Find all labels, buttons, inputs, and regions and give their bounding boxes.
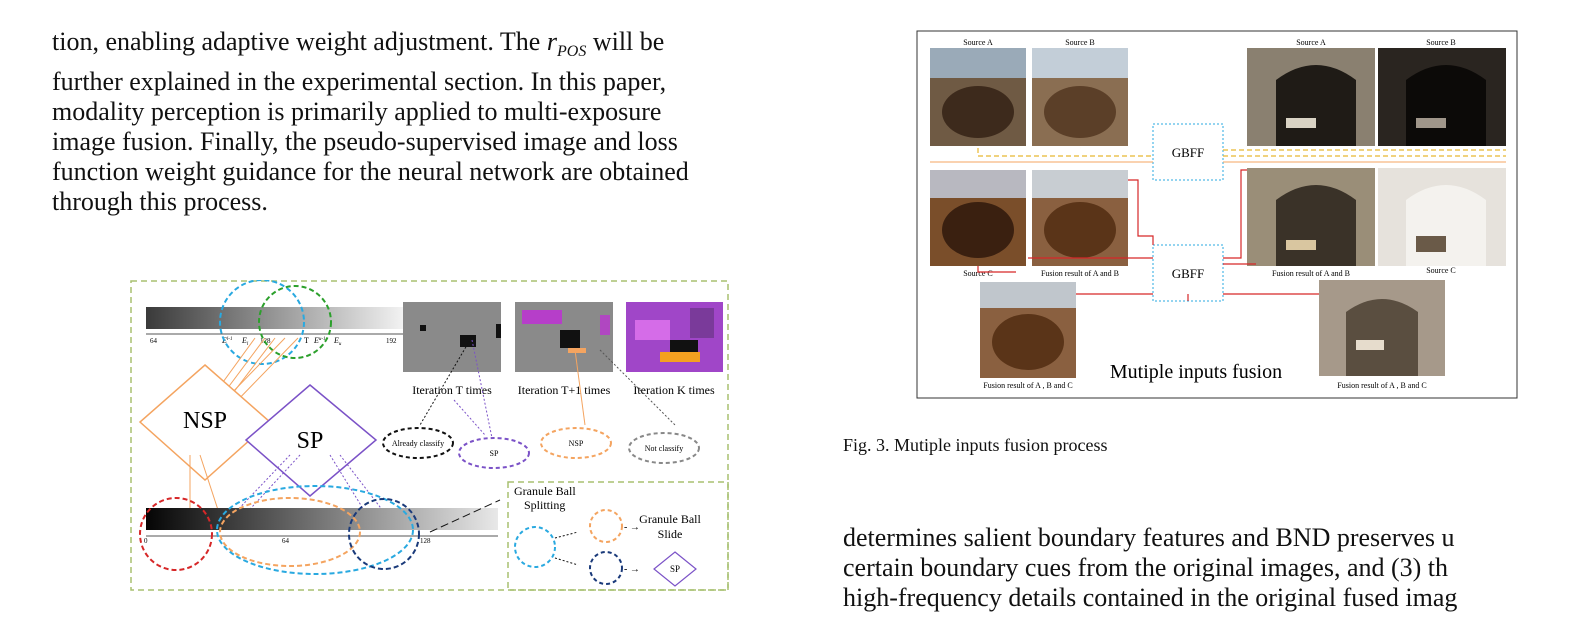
arch-source-b <box>1378 48 1506 146</box>
top-gradient-bar <box>146 307 403 329</box>
sea-lion-fusion-ab <box>1032 170 1128 266</box>
already-classify-oval <box>382 427 454 459</box>
math-r: r <box>546 27 557 56</box>
left-line-1: tion, enabling adaptive weight adjustmen… <box>52 27 804 67</box>
label-source-c-right: Source C <box>1426 266 1456 275</box>
sea-lion-source-c <box>930 170 1026 266</box>
t-label: T <box>304 336 309 345</box>
gbff-bottom-label: GBFF <box>1172 266 1205 281</box>
left-body-paragraph: tion, enabling adaptive weight adjustmen… <box>52 27 804 217</box>
label-source-a-left: Source A <box>963 38 993 47</box>
math-r-pos: rPOS <box>546 27 586 60</box>
sea-lion-fusion-abc <box>980 282 1076 378</box>
not-classify-label: Not classify <box>645 444 683 453</box>
fusion-figure: Source A Source B Source A Source B GBFF <box>916 30 1518 399</box>
red-circle <box>139 497 213 571</box>
label-source-b-left: Source B <box>1065 38 1095 47</box>
figure-3-caption: Fig. 3. Mutiple inputs fusion process <box>843 435 1108 455</box>
label-fusion-abc-right: Fusion result of A , B and C <box>1337 381 1426 390</box>
sea-lion-source-b <box>1032 48 1128 146</box>
right-line-2: certain boundary cues from the original … <box>843 553 1449 582</box>
nsp-label: NSP <box>183 408 227 434</box>
iteration-t-label: Iteration T times <box>412 383 492 397</box>
tick-64: 64 <box>150 337 158 345</box>
granule-ball-figure: 64 128 192 El-1 El T Eu-1 Eu NSP SP Iter… <box>130 280 729 591</box>
label-source-a-right: Source A <box>1296 38 1326 47</box>
blue-ellipse <box>216 485 414 575</box>
iteration-t-image <box>403 302 501 372</box>
nsp-diamond <box>138 364 272 482</box>
granule-ball-splitting-label-2: Splitting <box>524 498 565 512</box>
sp-label: SP <box>297 428 324 454</box>
sp-small-diamond <box>653 551 697 587</box>
tick-0: 0 <box>144 537 148 545</box>
gbff-bottom-box <box>1152 244 1224 302</box>
sp-diamond <box>244 384 378 497</box>
nsp-oval-label: NSP <box>569 439 584 448</box>
green-circle-top <box>258 285 332 359</box>
not-classify-oval <box>628 432 700 464</box>
left-line-4: image fusion. Finally, the pseudo-superv… <box>52 127 678 157</box>
label-source-b-right: Source B <box>1426 38 1456 47</box>
bottom-gradient-bar <box>146 508 498 530</box>
gbff-top-label: GBFF <box>1172 145 1205 160</box>
sp-oval-label: SP <box>490 449 499 458</box>
sea-lion-source-a <box>930 48 1026 146</box>
figure-border <box>130 280 729 591</box>
arch-fusion-abc <box>1319 280 1445 376</box>
gbff-top-box <box>1152 123 1224 181</box>
e-label-3: Eu-1 <box>313 336 326 345</box>
iteration-t1-label: Iteration T+1 times <box>518 383 611 397</box>
left-line-1-pre: tion, enabling adaptive weight adjustmen… <box>52 27 547 56</box>
left-line-3: modality perception is primarily applied… <box>52 97 662 127</box>
tick-64b: 64 <box>282 537 290 545</box>
e-label-1: El-1 <box>221 336 232 345</box>
granule-ball-splitting-label-1: Granule Ball <box>514 484 576 498</box>
e-label-2: El <box>241 336 249 347</box>
fusion-figure-title: Mutiple inputs fusion <box>1110 361 1282 383</box>
e-label-4: Eu <box>333 336 342 347</box>
arrow-1: - → <box>624 522 640 533</box>
left-line-2: further explained in the experimental se… <box>52 67 667 97</box>
left-line-6: through this process. <box>52 187 268 217</box>
orange-ellipse <box>219 497 361 567</box>
blue-circle-top <box>219 280 305 365</box>
arch-fusion-ab <box>1247 168 1375 266</box>
left-line-1-post: will be <box>586 27 665 56</box>
arch-source-a <box>1247 48 1375 146</box>
split-blue-circle <box>514 526 556 568</box>
label-fusion-ab-right: Fusion result of A and B <box>1272 269 1350 278</box>
right-line-1: determines salient boundary features and… <box>843 523 1455 552</box>
split-navy-circle <box>589 551 623 585</box>
tick-192: 192 <box>386 337 397 345</box>
math-sub: POS <box>556 43 587 61</box>
navy-circle <box>348 498 420 570</box>
right-line-3: high-frequency details contained in the … <box>843 583 1458 612</box>
arch-source-c <box>1378 168 1506 266</box>
iteration-k-label: Iteration K times <box>633 383 715 397</box>
sp-small-diamond-label: SP <box>670 564 680 574</box>
already-classify-label: Already classify <box>392 439 444 448</box>
label-source-c-left: Source C <box>963 269 993 278</box>
nsp-oval <box>540 427 612 459</box>
tick-128b: 128 <box>420 537 431 545</box>
arrow-2: - → <box>624 564 640 575</box>
label-fusion-abc-left: Fusion result of A , B and C <box>983 381 1072 390</box>
granule-ball-slide-label-1: Granule Ball <box>639 512 701 526</box>
sp-oval <box>458 437 530 469</box>
left-line-5: function weight guidance for the neural … <box>52 157 689 187</box>
split-orange-circle <box>589 509 623 543</box>
granule-ball-slide-label-2: Slide <box>658 527 683 541</box>
right-body-paragraph: determines salient boundary features and… <box>843 523 1571 613</box>
granule-split-box <box>507 481 729 591</box>
label-fusion-ab-left: Fusion result of A and B <box>1041 269 1119 278</box>
